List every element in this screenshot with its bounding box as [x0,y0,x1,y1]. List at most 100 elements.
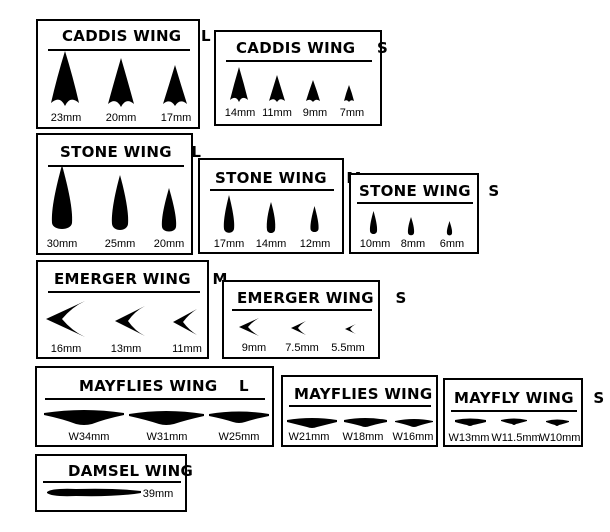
card-title-name: EMERGER WING [54,270,191,288]
title-underline [451,410,577,412]
size-label: W13mm [448,432,490,444]
size-label: 16mm [50,343,82,355]
size-label: 20mm [105,112,137,124]
title-underline [48,49,190,51]
size-label: W31mm [146,431,188,443]
size-label: 14mm [224,107,256,119]
stone-wing-m-card: STONE WING M 17mm 14mm 12mm [198,158,361,254]
card-title: MAYFLIES WING M [294,385,467,403]
title-underline [289,405,431,407]
card-title-size: S [395,289,407,307]
size-label: W16mm [392,431,434,443]
title-underline [232,309,372,311]
size-label: 30mm [46,238,78,250]
stone-wing-17mm-shape [223,195,235,233]
card-title-name: STONE WING [359,182,471,200]
size-label: 17mm [160,112,192,124]
mayfly-wing-w31mm-shape [129,411,204,425]
size-label: W21mm [288,431,330,443]
stone-wing-10mm-shape [369,211,378,234]
card-title: STONE WING L [60,143,201,161]
card-title-name: CADDIS WING [62,27,182,45]
mayfly-wing-w13mm-shape [455,418,486,426]
size-label: 12mm [299,238,331,250]
stone-wing-s-card: STONE WING S 10mm 8mm 6mm [349,173,499,254]
card-title: CADDIS WING L [62,27,211,45]
caddis-wing-20mm-shape [108,58,134,107]
emerger-wing-s-card: EMERGER WING S 9mm 7.5mm 5.5mm [222,280,406,359]
caddis-wing-7mm-shape [344,85,354,102]
size-label: 20mm [153,238,185,250]
card-title: MAYFLY WING S [454,389,604,407]
mayfly-wing-w21mm-shape [287,418,337,428]
card-title-name: STONE WING [215,169,327,187]
emerger-wing-9mm-shape [239,318,259,336]
stone-wing-14mm-shape [266,202,276,233]
size-label: 8mm [400,238,426,250]
size-label: W34mm [68,431,110,443]
emerger-wing-16mm-shape [46,301,85,337]
card-title-size: S [593,389,605,407]
card-title-size: L [239,377,249,395]
size-label: 39mm [142,488,174,500]
stone-wing-8mm-shape [407,217,415,236]
emerger-wing-m-card: EMERGER WING M 16mm 13mm 11mm [36,260,227,359]
emerger-wing-11mm-shape [173,309,197,335]
mayfly-wing-s-card: MAYFLY WING S W13mm W11.5mm W10mm [443,378,604,447]
size-label: 10mm [359,238,391,250]
size-label: 9mm [302,107,328,119]
title-underline [357,202,473,204]
mayfly-wing-w25mm-shape [209,411,269,423]
caddis-wing-17mm-shape [163,65,187,106]
size-label: 23mm [50,112,82,124]
mayfly-wing-w10mm-shape [546,419,569,426]
stone-wing-12mm-shape [310,206,319,232]
card-title: STONE WING M [215,169,362,187]
damsel-wing-39mm-shape [47,488,141,497]
card-title-size: S [488,182,500,200]
size-label: 7mm [339,107,365,119]
size-label: 13mm [110,343,142,355]
stone-wing-l-card: STONE WING L 30mm 25mm 20mm [36,133,201,255]
size-label: W10mm [539,432,581,444]
title-underline [48,291,200,293]
stone-wing-6mm-shape [446,221,453,236]
caddis-wing-11mm-shape [269,75,285,102]
card-title: DAMSEL WING [68,462,193,480]
mayfly-wing-w34mm-shape [44,410,124,425]
mayflies-wing-l-card: MAYFLIES WING L W34mm W31mm W25mm [35,366,274,447]
stone-wing-20mm-shape [161,188,177,232]
title-underline [48,165,184,167]
mayfly-wing-w16mm-shape [395,419,433,427]
size-label: 11mm [172,343,202,355]
card-title: EMERGER WING M [54,270,228,288]
mayflies-wing-m-card: MAYFLIES WING M W21mm W18mm W16mm [281,375,467,447]
card-title-name: MAYFLY WING [454,389,574,407]
card-title-name: STONE WING [60,143,172,161]
card-title-size: S [376,39,389,57]
card-title-name: MAYFLIES WING [79,377,218,395]
caddis-wing-l-card: CADDIS WING L 23mm 20mm 17mm [36,19,211,129]
card-title: CADDIS WING S [236,39,388,57]
stone-wing-25mm-shape [111,175,129,230]
size-label: 9mm [241,342,267,354]
emerger-wing-7.5mm-shape [291,321,306,335]
card-title-size: L [191,143,202,161]
size-label: 14mm [255,238,287,250]
size-label: 7.5mm [285,342,319,354]
damsel-wing-card: DAMSEL WING 39mm [35,454,193,512]
title-underline [45,398,265,400]
mayfly-wing-w18mm-shape [344,418,387,427]
caddis-wing-9mm-shape [306,80,320,102]
caddis-wing-23mm-shape [51,51,79,106]
title-underline [226,60,372,62]
card-title-name: EMERGER WING [237,289,374,307]
size-label: 25mm [104,238,136,250]
card-title: EMERGER WING S [237,289,407,307]
card-title-size: L [200,27,211,45]
size-label: 5.5mm [331,342,365,354]
size-label: W11.5mm [491,432,541,444]
emerger-wing-13mm-shape [115,306,145,336]
stone-wing-30mm-shape [51,165,73,229]
caddis-wing-14mm-shape [230,67,248,102]
